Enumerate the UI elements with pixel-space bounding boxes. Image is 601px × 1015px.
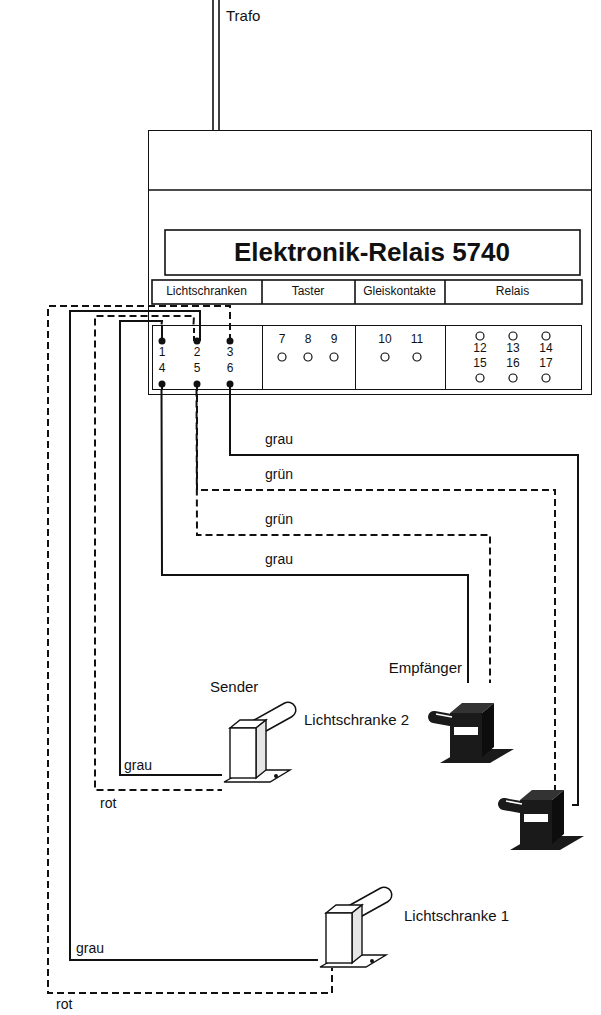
part-name: Lichtschranke 1 [404,908,509,923]
device-title: Elektronik-Relais 5740 [165,230,580,275]
receiver-highlight [506,801,522,804]
wire-green [197,384,555,795]
section-heading: Lichtschranken [151,279,262,303]
transformer-wire [212,0,214,130]
header-divider [444,280,446,304]
pin-number: 16 [506,357,519,369]
sender: Sender [222,700,297,795]
device-label: Trafo [226,8,260,23]
receiver-body [482,703,494,757]
part-name: Empfänger [330,658,462,677]
receiver: Empfänger [430,683,518,768]
receiver-body [450,713,482,757]
relay-housing: LichtschrankenTasterGleiskontakteRelaisE… [148,130,592,395]
wire-color: grau [265,432,293,446]
sender-body [256,720,266,778]
part-name: Sender [210,677,270,696]
pin-number: 8 [305,333,312,345]
wire-color: grau [124,758,152,772]
pin-number: 2 [194,346,201,358]
wire [162,390,469,684]
section-heading: Relais [444,279,581,303]
terminal-section: Lichtschranken [152,325,263,390]
pin-number: 6 [227,362,234,374]
wire [197,390,491,684]
wire-color: grau [265,552,293,566]
pin-number: 15 [473,357,486,369]
terminal-socket [330,353,338,361]
pin-number: 9 [331,333,338,345]
receiver-highlight [436,714,452,717]
part-name: Lichtschranke 2 [304,712,409,727]
wire-stub [161,325,163,341]
wire-color: grün [265,467,293,481]
wire-color: rot [100,796,116,810]
sender-body [230,728,256,778]
housing-lid-line [148,189,592,191]
title-panel [165,230,580,275]
receiver-body [552,790,564,844]
header-divider [261,280,263,304]
wire-color: rot [56,997,72,1011]
pin-number: 11 [411,333,423,345]
terminal-socket [509,374,517,382]
header-row [152,280,582,304]
pin-number: 10 [378,333,391,345]
section-heading: Gleiskontakte [354,279,445,303]
pin-number: 7 [279,333,286,345]
wire-color: grün [265,512,293,526]
terminal-socket [278,353,286,361]
pin-number: 1 [159,346,166,358]
receiver-slot [524,814,548,822]
terminal-socket [476,374,484,382]
terminal-socket [381,353,389,361]
wire-grey [230,384,578,805]
terminal-socket [509,332,517,340]
receiver-slot [454,727,478,735]
pin-number: 12 [473,342,486,354]
wire-stub [193,325,195,341]
wire-red [48,306,332,993]
terminal-socket [413,353,421,361]
receiver-body [520,800,552,844]
transformer-wire [218,0,220,130]
sender-body [326,913,352,963]
mounting-hole [274,774,278,778]
pin-number: 13 [506,342,519,354]
pin-number: 17 [539,357,552,369]
pin-number: 3 [227,346,234,358]
wire-grey [70,311,318,960]
sender-body [352,905,362,963]
wire-color: grau [76,941,104,955]
pin-number: 4 [159,362,166,374]
section-heading: Taster [261,279,355,303]
terminal-socket [542,332,550,340]
terminal-socket [542,374,550,382]
pin-number: 5 [194,362,201,374]
header-divider [354,280,356,304]
terminal-socket [476,332,484,340]
mounting-hole [370,959,374,963]
terminal-section: Gleiskontakte [355,325,446,390]
pin-number: 14 [539,342,552,354]
wire [95,316,222,790]
terminal-socket [304,353,312,361]
